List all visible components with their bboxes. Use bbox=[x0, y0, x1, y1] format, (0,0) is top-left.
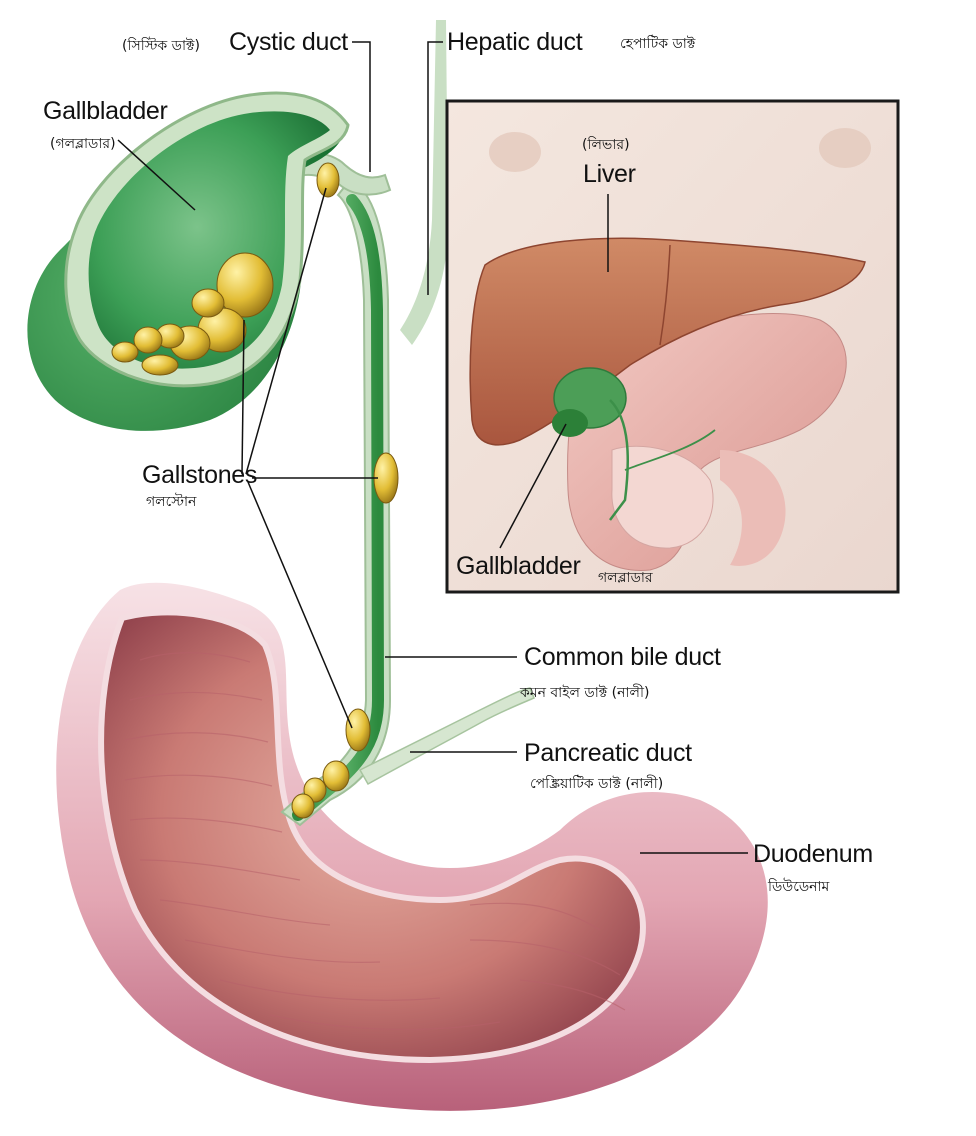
gallbladder-bengali-label: (গলব্লাডার) bbox=[50, 136, 116, 152]
leader-gallstones-b bbox=[245, 187, 327, 475]
gallstone-cystic bbox=[316, 162, 340, 198]
gallstone-lower-4 bbox=[291, 793, 315, 819]
leader-gallbladder bbox=[117, 139, 196, 211]
duodenum-bengali-label: ডিউডেনাম bbox=[768, 879, 830, 895]
gallstones-bengali-label: গলস্টোন bbox=[146, 494, 197, 510]
inset-duodenum bbox=[720, 450, 786, 566]
inset-gallbladder-bengali-label: গলব্লাডার bbox=[598, 570, 653, 586]
duodenum-folds bbox=[124, 652, 626, 1031]
common-bile-duct-label: Common bile duct bbox=[524, 643, 721, 671]
hepatic-duct-bengali-label: হেপাটিক ডাক্ট bbox=[620, 36, 696, 52]
leader-cystic-duct bbox=[352, 41, 371, 172]
leader-lines bbox=[117, 41, 748, 854]
hepatic-duct-label: Hepatic duct bbox=[447, 28, 583, 56]
common-bile-duct bbox=[280, 178, 392, 827]
liver-inset bbox=[445, 99, 900, 594]
duodenum-inner-lumen bbox=[98, 609, 646, 1064]
bile-ducts bbox=[280, 20, 535, 827]
inset-liver-label: Liver bbox=[583, 160, 636, 188]
cystic-duct-bengali-label: (সিস্টিক ডাক্ট) bbox=[122, 38, 200, 54]
gallstone-lower-1 bbox=[345, 708, 371, 752]
leader-gallstones-a bbox=[241, 319, 245, 475]
inset-gallbladder-label: Gallbladder bbox=[456, 552, 581, 580]
leader-inset-gallbladder bbox=[499, 423, 567, 549]
pancreatic-duct-label: Pancreatic duct bbox=[524, 739, 692, 767]
duct-gallstones bbox=[291, 162, 399, 819]
leader-hepatic-duct bbox=[427, 41, 443, 295]
duodenum bbox=[56, 582, 768, 1111]
common-bile-duct-bengali-label: কমন বাইল ডাক্ট (নালী) bbox=[520, 685, 650, 701]
gallbladder-label: Gallbladder bbox=[43, 97, 168, 125]
gallbladder-lumen bbox=[88, 111, 330, 369]
hepatic-duct bbox=[400, 20, 448, 345]
gallstone-lower-2 bbox=[322, 760, 350, 792]
pancreatic-duct-bengali-label: পেঙ্ক্রিয়াটিক ডাক্ট (নালী) bbox=[530, 776, 664, 792]
inset-pancreas bbox=[611, 445, 714, 549]
gallbladder bbox=[27, 91, 350, 431]
gallstones-cluster bbox=[111, 252, 274, 376]
duodenum-label: Duodenum bbox=[753, 840, 873, 868]
cystic-duct-label: Cystic duct bbox=[229, 28, 348, 56]
gallstones-label: Gallstones bbox=[142, 461, 258, 489]
leader-gallstones-d bbox=[247, 481, 353, 729]
inset-liver-bengali-label: (লিভার) bbox=[582, 137, 630, 153]
